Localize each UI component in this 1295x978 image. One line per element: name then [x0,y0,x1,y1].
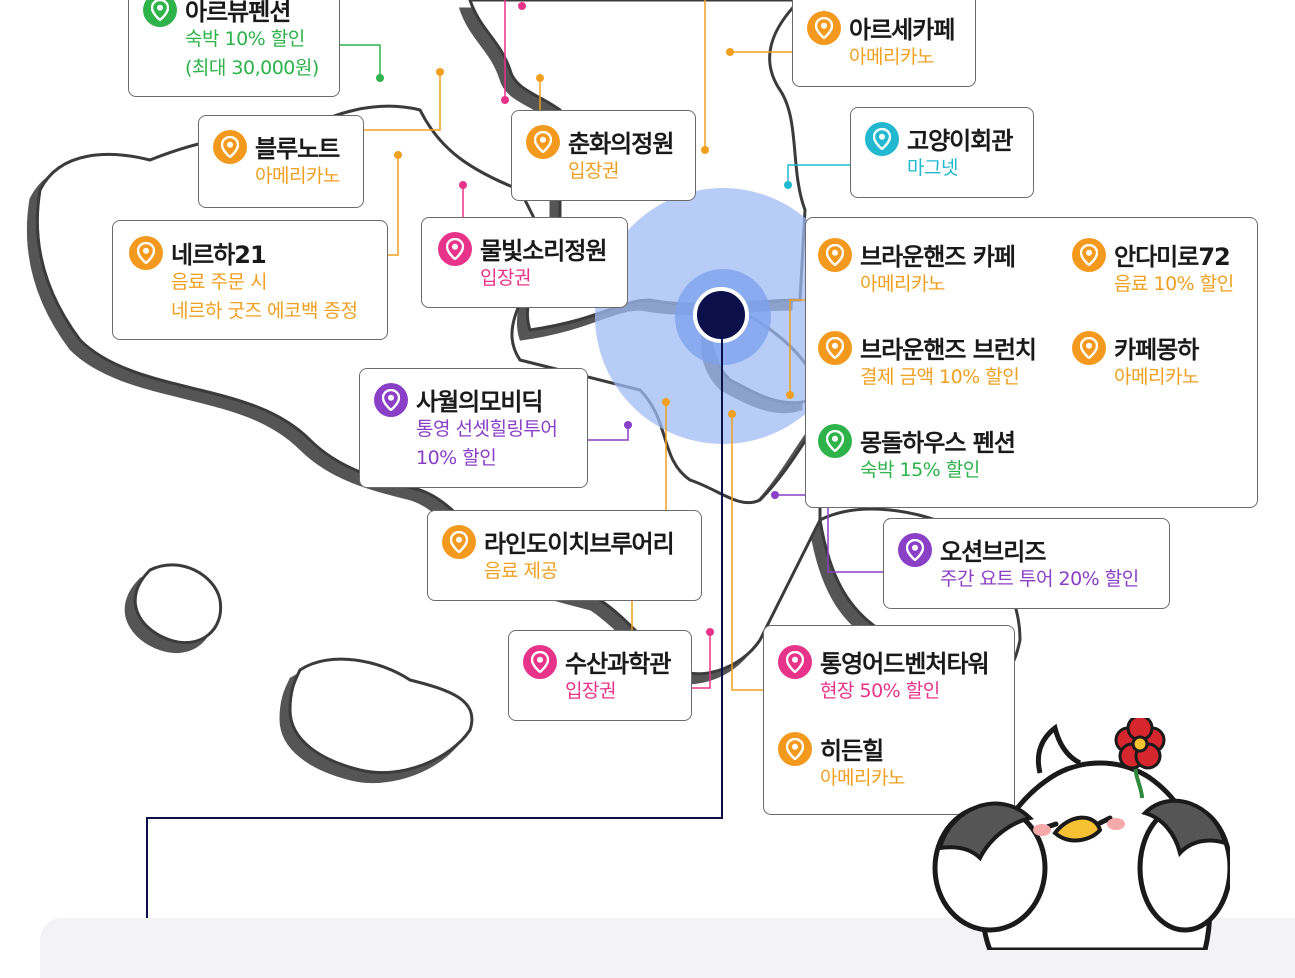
map-pin-icon [807,11,841,45]
map-pin-icon [778,645,812,679]
map-pin-icon [143,0,177,27]
place-name: 물빛소리정원 [480,237,607,265]
place-card-fisheries-museum[interactable]: 수산과학관 입장권 [508,630,692,721]
place-name: 사월의모비딕 [416,388,543,416]
place-card-bluenote[interactable]: 블루노트 아메리카노 [198,115,364,208]
place-benefit: 숙박 10% 할인(최대 30,000원) [185,28,319,79]
place-card-group-south: 통영어드벤처타워 현장 50% 할인 히든힐 아메리카노 [763,625,1015,815]
map-pin-icon [442,525,476,559]
place-card-chunhwa-garden[interactable]: 춘화의정원 입장권 [511,110,696,201]
map-pin-icon [865,122,899,156]
map-pin-icon [129,236,163,270]
tourism-benefit-map: 아르뷰펜션 숙박 10% 할인(최대 30,000원) 아르세카페 아메리카노 … [35,0,1295,978]
place-card-group-east: 브라운핸즈 카페 아메리카노 안다미로72 음료 10% 할인 브라운핸즈 브런… [805,217,1258,508]
place-name: 수산과학관 [565,650,671,678]
seagull-mascot-icon [932,718,1230,950]
map-pin-icon [374,383,408,417]
place-card-line-brewery[interactable]: 라인도이치브루어리 음료 제공 [427,510,702,601]
place-benefit: 음료 제공 [484,560,558,582]
map-pin-icon [778,732,812,766]
place-name: 브라운핸즈 브런치 [860,336,1037,364]
map-pin-icon [1072,331,1106,365]
place-benefit: 결제 금액 10% 할인 [860,366,1020,388]
map-pin-icon [526,125,560,159]
place-card-cat-hall[interactable]: 고양이회관 마그넷 [850,107,1034,198]
map-pin-icon [898,533,932,567]
place-name: 통영어드벤처타워 [820,650,990,678]
place-benefit: 입장권 [568,160,619,182]
map-pin-icon [438,232,472,266]
place-card-arse-cafe[interactable]: 아르세카페 아메리카노 [792,0,976,87]
place-card-ocean-breeze[interactable]: 오션브리즈 주간 요트 투어 20% 할인 [883,518,1170,609]
place-name: 카페몽하 [1114,336,1199,364]
place-card-arreview-pension[interactable]: 아르뷰펜션 숙박 10% 할인(최대 30,000원) [128,0,340,97]
place-name: 브라운핸즈 카페 [860,243,1016,271]
flower-icon [1114,718,1166,770]
map-pin-icon [818,238,852,272]
place-name: 안다미로72 [1114,243,1231,271]
place-name: 춘화의정원 [568,130,674,158]
place-name: 히든힐 [820,737,884,765]
place-name: 아르세카페 [849,16,955,44]
place-name: 네르하21 [171,241,267,269]
place-name: 오션브리즈 [940,538,1046,566]
place-name: 블루노트 [255,135,340,163]
place-benefit: 아메리카노 [849,46,934,68]
place-benefit: 입장권 [565,680,616,702]
place-benefit: 현장 50% 할인 [820,680,940,702]
place-benefit: 주간 요트 투어 20% 할인 [940,568,1139,590]
place-card-mulbit-garden[interactable]: 물빛소리정원 입장권 [421,217,628,308]
place-name: 고양이회관 [907,127,1013,155]
map-pin-icon [818,331,852,365]
place-name: 아르뷰펜션 [185,0,291,26]
place-benefit: 아메리카노 [255,165,340,187]
place-benefit: 입장권 [480,267,531,289]
place-benefit: 아메리카노 [820,767,905,789]
map-pin-icon [523,645,557,679]
map-pin-icon [1072,238,1106,272]
map-pin-icon [213,130,247,164]
place-benefit: 아메리카노 [860,273,945,295]
connector-lines [146,0,884,950]
place-benefit: 숙박 15% 할인 [860,459,980,481]
map-pin-icon [818,424,852,458]
place-benefit: 마그넷 [907,157,958,179]
place-name: 몽돌하우스 펜션 [860,429,1016,457]
place-name: 라인도이치브루어리 [484,530,675,558]
place-benefit: 음료 10% 할인 [1114,273,1234,295]
place-benefit: 아메리카노 [1114,366,1199,388]
